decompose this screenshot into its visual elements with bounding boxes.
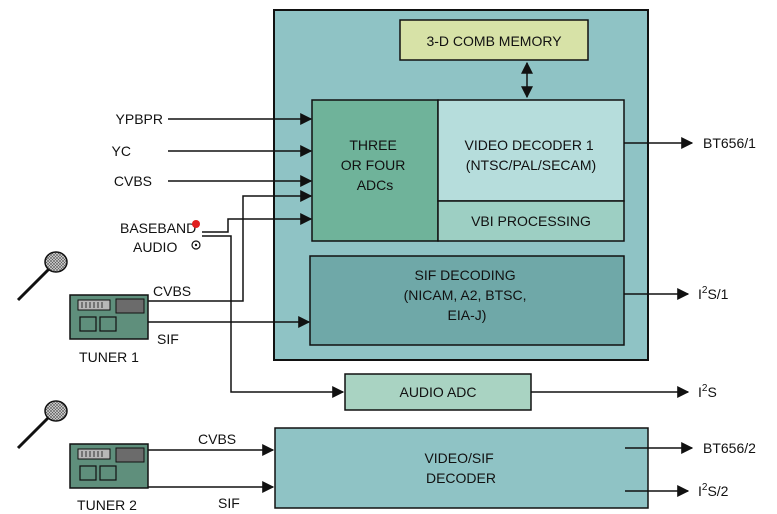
input-baseband-label: BASEBAND <box>120 220 196 236</box>
tuner1-cvbs-wire <box>148 190 313 302</box>
tuner2-cvbs-label: CVBS <box>198 431 236 447</box>
video-sif-decoder-label: VIDEO/SIF DECODER <box>424 450 497 486</box>
video-decoder-label: VIDEO DECODER 1 (NTSC/PAL/SECAM) <box>464 137 597 173</box>
vbi-processing-label: VBI PROCESSING <box>471 213 591 229</box>
tuner1-sif-label: SIF <box>157 331 179 347</box>
output-i2s-2-label: I2S/2 <box>698 482 729 499</box>
output-bt656-1-label: BT656/1 <box>703 135 756 151</box>
input-yc-label: YC <box>112 143 131 159</box>
tuner2-group: TUNER 2 <box>16 400 149 513</box>
audio-adc-label: AUDIO ADC <box>399 384 476 400</box>
sif-decoding-label: SIF DECODING (NICAM, A2, BTSC, EIA-J) <box>404 267 531 323</box>
audio-adc-block <box>344 373 532 411</box>
tuner2-antenna-icon <box>16 400 68 450</box>
tuner1-cvbs-label: CVBS <box>153 283 191 299</box>
output-bt656-2-label: BT656/2 <box>703 440 756 456</box>
tuner1-label: TUNER 1 <box>79 349 139 365</box>
audio-wire <box>202 235 345 398</box>
output-i2s-1-label: I2S/1 <box>698 285 729 302</box>
tuner2-sif-label: SIF <box>218 495 240 511</box>
sif-decoding-block <box>309 255 625 346</box>
tuner2-label: TUNER 2 <box>77 497 137 513</box>
output-i2s-label: I2S <box>698 383 717 400</box>
input-ypbpr-label: YPBPR <box>116 111 163 127</box>
input-cvbs-label: CVBS <box>114 173 152 189</box>
baseband-video-wire <box>202 213 313 233</box>
comb-memory-label: 3-D COMB MEMORY <box>426 33 562 49</box>
adcs-block <box>311 99 439 242</box>
vbi-processing-block <box>437 200 625 242</box>
audio-jack-center-icon <box>194 243 198 247</box>
input-audio-label: AUDIO <box>133 239 177 255</box>
adcs-label: THREE OR FOUR ADCs <box>341 137 409 193</box>
baseband-red-indicator-icon <box>192 220 200 228</box>
comb-memory-block <box>399 19 589 61</box>
tuner1-antenna-icon <box>16 251 68 302</box>
video-sif-decoder-block <box>274 427 649 509</box>
video-decoder-block <box>437 99 625 202</box>
tuner1-group: TUNER 1 <box>16 251 149 365</box>
